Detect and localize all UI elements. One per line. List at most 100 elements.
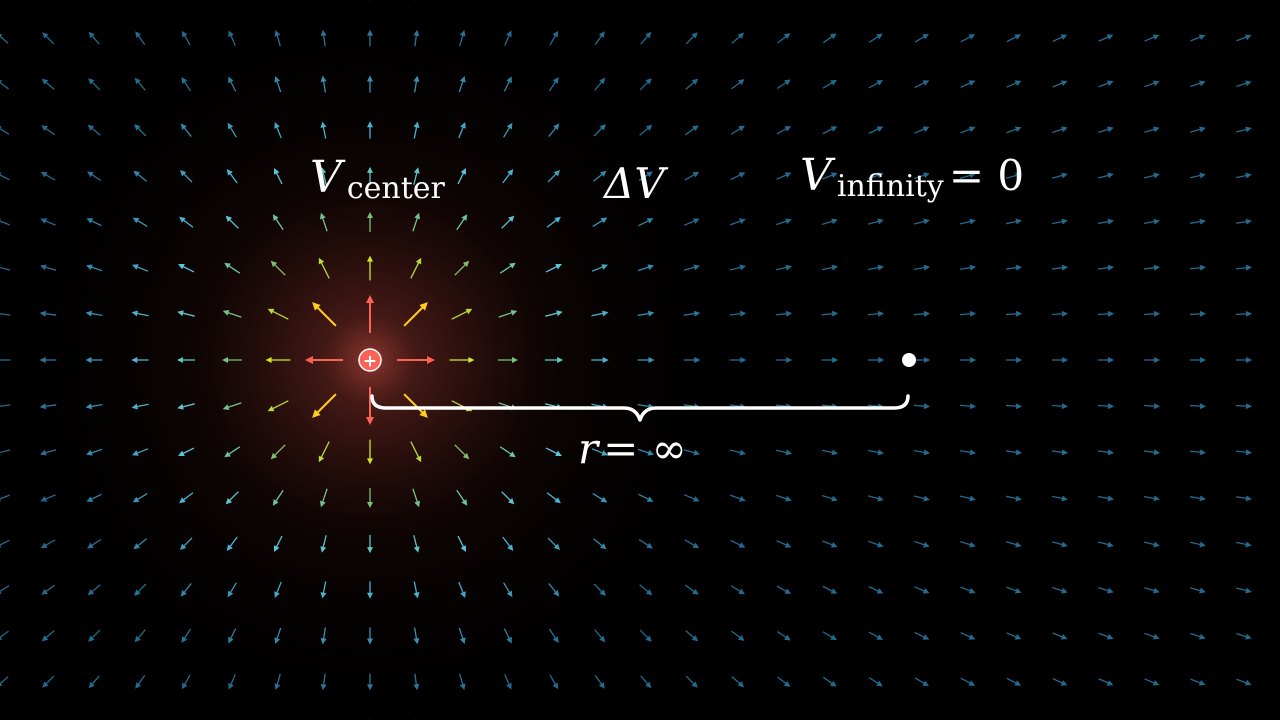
field-vector-head (598, 682, 605, 689)
field-vector-head (876, 80, 884, 86)
field-vector-head (227, 122, 234, 130)
field-vector-head (134, 77, 141, 85)
distance-brace (370, 394, 910, 422)
field-vector-head (1199, 541, 1206, 548)
field-vector-head (1014, 34, 1022, 40)
field-vector-head (830, 126, 838, 132)
field-vector-head (274, 683, 281, 691)
field-vector-head (1246, 357, 1253, 363)
field-vector-head (692, 542, 700, 549)
field-vector-head (134, 124, 141, 131)
field-vector-head (0, 636, 3, 641)
field-vector-head (132, 264, 139, 270)
field-vector-head (85, 403, 93, 410)
field-vector-head (0, 590, 2, 594)
field-vector-head (737, 681, 745, 688)
field-vector-head (1199, 449, 1207, 456)
distance-label: r = ∞ (578, 424, 687, 473)
field-vector-head (646, 496, 654, 502)
field-vector-head (923, 310, 931, 317)
field-vector-head (552, 636, 559, 643)
field-vector-head (1199, 126, 1206, 133)
field-vector-head (459, 683, 466, 691)
field-vector-head (1245, 633, 1252, 640)
field-vector-head (222, 309, 230, 316)
field-vector-shaft (0, 539, 10, 546)
field-vector-head (1244, 679, 1252, 686)
field-vector-head (738, 125, 745, 132)
field-vector-head (922, 33, 929, 40)
field-vector-head (555, 264, 562, 270)
field-vector-head (320, 637, 327, 645)
field-vector-head (506, 122, 513, 130)
field-vector-head (831, 310, 839, 317)
field-vector-head (133, 543, 140, 550)
field-vector-head (784, 79, 791, 86)
field-vector-head (506, 76, 512, 84)
field-vector-head (0, 499, 1, 502)
field-vector-head (1245, 449, 1253, 456)
field-vector-head (645, 589, 653, 596)
field-vector-head (1016, 357, 1023, 363)
field-vector-head (969, 449, 977, 456)
field-vector-head (41, 125, 48, 132)
field-vector-head (462, 452, 470, 460)
field-vector-head (876, 588, 884, 594)
field-vector-head (923, 172, 930, 179)
field-vector-head (1015, 218, 1022, 225)
field-vector-head (1061, 126, 1068, 133)
field-vector-head (554, 497, 561, 504)
field-vector-head (969, 541, 976, 548)
field-vector-head (1061, 495, 1068, 502)
field-vector-head (645, 635, 652, 642)
field-vector-head (691, 681, 698, 688)
field-vector-head (228, 636, 234, 644)
field-vector-head (0, 172, 2, 176)
field-vector-head (459, 75, 466, 83)
field-vector-head (461, 214, 468, 221)
field-vector-head (1107, 172, 1114, 179)
field-vector-head (1061, 264, 1069, 271)
field-vector-head (0, 79, 3, 84)
field-vector-head (1014, 80, 1022, 86)
field-vector-head (274, 168, 280, 175)
field-vector-head (87, 124, 95, 131)
field-vector-head (970, 357, 977, 363)
field-vector-shaft (0, 449, 11, 454)
field-vector-head (647, 310, 655, 317)
field-vector-head (1198, 633, 1206, 640)
field-vector-shaft (313, 393, 337, 417)
field-vector-head (312, 302, 321, 311)
field-vector-head (367, 592, 373, 599)
field-vector-head (830, 79, 837, 86)
field-vector-head (1153, 218, 1160, 225)
field-vector-head (1014, 634, 1022, 640)
field-vector-head (692, 496, 700, 502)
field-vector-head (419, 409, 428, 418)
v-center-label: V center (310, 152, 446, 206)
field-vector-head (131, 357, 138, 363)
field-vector-head (1245, 403, 1253, 410)
field-vector-head (40, 496, 48, 502)
field-vector-head (320, 683, 327, 691)
field-vector-head (265, 357, 272, 363)
field-vector-head (320, 29, 327, 37)
field-vector-head (459, 29, 466, 37)
field-vector-head (0, 544, 2, 548)
field-vector-head (602, 310, 609, 317)
field-vector-head (39, 403, 47, 410)
field-vector-head (554, 216, 561, 223)
field-vector-head (509, 451, 516, 458)
field-vector-head (692, 125, 699, 132)
field-vector-head (413, 167, 420, 174)
field-vector-head (1015, 403, 1023, 410)
field-vector-head (1245, 495, 1252, 502)
field-vector-head (39, 264, 47, 271)
field-vector-head (648, 357, 655, 363)
field-vector-head (367, 29, 373, 36)
field-vector-head (557, 357, 564, 363)
field-vector-head (1152, 34, 1160, 40)
field-vector-head (0, 453, 1, 456)
field-vector-head (222, 357, 229, 363)
field-vector-head (922, 680, 929, 687)
